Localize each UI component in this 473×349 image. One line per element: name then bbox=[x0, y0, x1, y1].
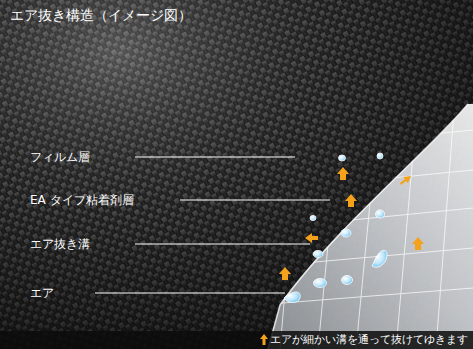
part-label: エア抜き溝 bbox=[30, 237, 90, 251]
leader-line bbox=[135, 157, 295, 158]
caption-row: エアが細かい溝を通って抜けてゆきます bbox=[260, 333, 468, 346]
part-label: EA タイプ粘着剤層 bbox=[30, 193, 134, 207]
leader-line bbox=[180, 200, 330, 201]
caption: エアが細かい溝を通って抜けてゆきます bbox=[270, 333, 468, 346]
diagram-title: エア抜き構造（イメージ図） bbox=[10, 7, 192, 24]
part-label: フィルム層 bbox=[30, 150, 90, 164]
leader-line bbox=[135, 244, 310, 245]
part-label: エア bbox=[30, 286, 54, 300]
arrow-icon bbox=[260, 334, 268, 345]
leader-line bbox=[95, 293, 285, 294]
